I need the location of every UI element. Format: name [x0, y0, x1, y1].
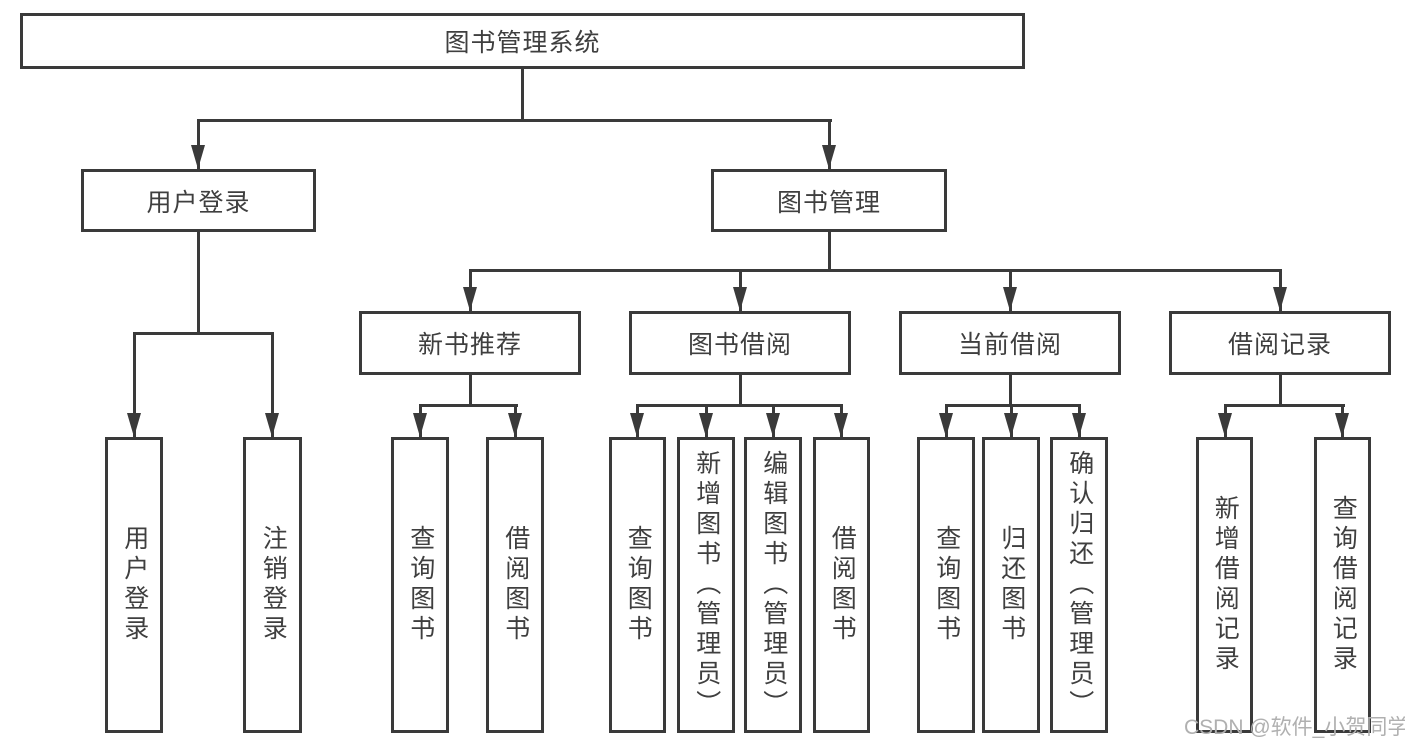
leaf-return-books: 归还图书	[982, 437, 1040, 733]
arrowhead-leaf-borrow-2	[834, 413, 848, 437]
edge-drop-leaf-logout	[271, 332, 274, 437]
node-label: 图书管理系统	[444, 29, 601, 57]
arrowhead-leaf-return	[1003, 413, 1018, 437]
arrowhead-current-borrowing	[1002, 287, 1017, 311]
leaf-user-login: 用户登录	[105, 437, 163, 733]
edge-current-stem	[1008, 375, 1012, 407]
arrowhead-borrow-records	[1272, 287, 1287, 311]
arrowhead-leaf-query-3	[938, 413, 953, 437]
edge-root-branch	[197, 119, 832, 122]
arrowhead-leaf-confirm-return	[1071, 413, 1086, 437]
edge-recommend-stem	[468, 375, 472, 407]
edge-records-branch	[1223, 404, 1345, 407]
leaf-label: 查询图书	[932, 525, 961, 645]
arrowhead-new-book-recommend	[462, 287, 477, 311]
edge-recommend-branch	[418, 404, 518, 407]
edge-records-stem	[1278, 375, 1282, 407]
leaf-confirm-return-admin: 确认归还（管理员）	[1050, 437, 1108, 733]
leaf-label: 借阅图书	[828, 525, 857, 645]
leaf-label: 查询图书	[406, 525, 435, 645]
edge-drop-book-management	[827, 119, 831, 169]
leaf-label: 归还图书	[997, 525, 1026, 645]
arrowhead-leaf-add-books	[698, 413, 713, 437]
leaf-label: 确认归还（管理员）	[1065, 450, 1094, 720]
arrowhead-leaf-query-record	[1335, 413, 1349, 437]
leaf-query-books-recommend: 查询图书	[391, 437, 449, 733]
leaf-label: 编辑图书（管理员）	[759, 450, 788, 720]
node-user-login: 用户登录	[81, 169, 316, 232]
leaf-add-books-admin: 新增图书（管理员）	[677, 437, 735, 733]
leaf-label: 用户登录	[120, 525, 149, 645]
edge-user-login-stem	[197, 232, 200, 335]
edge-drop-user-login	[197, 119, 200, 169]
node-borrow-records: 借阅记录	[1169, 311, 1391, 375]
arrowhead-user-login	[190, 145, 205, 169]
edge-book-management-stem	[827, 232, 831, 272]
leaf-label: 新增图书（管理员）	[692, 450, 721, 720]
node-label: 新书推荐	[417, 331, 522, 359]
node-label: 借阅记录	[1227, 331, 1332, 359]
csdn-watermark: CSDN @软件_小贺同学	[1184, 716, 1405, 739]
node-current-borrowing: 当前借阅	[899, 311, 1121, 375]
leaf-label: 查询借阅记录	[1329, 495, 1358, 675]
edge-user-login-branch	[132, 332, 274, 335]
leaf-query-books-borrowing: 查询图书	[609, 437, 666, 733]
node-label: 用户登录	[146, 188, 251, 217]
arrowhead-book-borrowing	[732, 287, 747, 311]
leaf-logout: 注销登录	[243, 437, 302, 733]
edge-borrowing-branch	[636, 404, 842, 407]
leaf-query-borrow-record: 查询借阅记录	[1314, 437, 1371, 733]
node-book-management: 图书管理	[711, 169, 947, 232]
leaf-label: 查询图书	[624, 525, 653, 645]
leaf-label: 新增借阅记录	[1211, 495, 1240, 675]
node-label: 图书借阅	[687, 331, 792, 359]
edge-current-branch	[944, 404, 1081, 407]
node-label: 图书管理	[776, 188, 881, 217]
leaf-borrow-books-recommend: 借阅图书	[486, 437, 544, 733]
node-book-borrowing: 图书借阅	[629, 311, 851, 375]
arrowhead-leaf-borrow-1	[507, 413, 522, 437]
leaf-edit-books-admin: 编辑图书（管理员）	[744, 437, 802, 733]
edge-borrowing-stem	[738, 375, 742, 407]
edge-drop-leaf-login	[132, 332, 136, 437]
leaf-query-books-current: 查询图书	[917, 437, 975, 733]
arrowhead-book-management	[821, 145, 836, 169]
edge-book-management-branch	[468, 269, 1282, 272]
leaf-label: 借阅图书	[501, 525, 530, 645]
arrowhead-leaf-logout	[265, 413, 279, 437]
arrowhead-leaf-login	[126, 413, 141, 437]
arrowhead-leaf-edit-books	[765, 413, 780, 437]
leaf-borrow-books-borrowing: 借阅图书	[813, 437, 870, 733]
node-root-library-system: 图书管理系统	[20, 13, 1025, 69]
arrowhead-leaf-add-record	[1217, 413, 1232, 437]
arrowhead-leaf-query-1	[412, 413, 427, 437]
arrowhead-leaf-query-2	[630, 413, 644, 437]
leaf-add-borrow-record: 新增借阅记录	[1196, 437, 1253, 733]
node-label: 当前借阅	[957, 331, 1062, 359]
edge-root-stem	[521, 69, 524, 120]
leaf-label: 注销登录	[259, 525, 288, 645]
node-new-book-recommend: 新书推荐	[359, 311, 581, 375]
